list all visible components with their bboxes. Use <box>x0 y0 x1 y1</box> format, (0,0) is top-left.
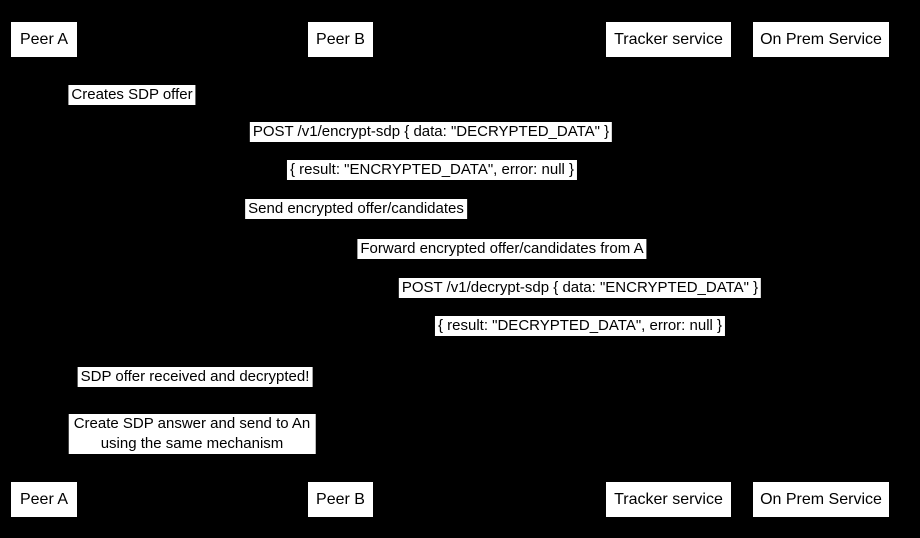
message-creates-sdp-offer: Creates SDP offer <box>68 85 196 105</box>
actor-on-prem-service-bottom: On Prem Service <box>753 482 889 517</box>
message-decrypt-result: { result: "DECRYPTED_DATA", error: null … <box>434 316 726 336</box>
actor-peer-b-bottom: Peer B <box>308 482 373 517</box>
actor-peer-a-top: Peer A <box>11 22 77 57</box>
message-post-decrypt-sdp: POST /v1/decrypt-sdp { data: "ENCRYPTED_… <box>398 278 762 298</box>
message-post-encrypt-sdp: POST /v1/encrypt-sdp { data: "DECRYPTED_… <box>249 122 613 142</box>
actor-tracker-service-top: Tracker service <box>606 22 731 57</box>
actor-on-prem-service-top: On Prem Service <box>753 22 889 57</box>
message-sdp-offer-received: SDP offer received and decrypted! <box>77 367 313 387</box>
message-forward-encrypted-offer: Forward encrypted offer/candidates from … <box>357 239 647 259</box>
actor-tracker-service-bottom: Tracker service <box>606 482 731 517</box>
actor-peer-b-top: Peer B <box>308 22 373 57</box>
message-encrypt-result: { result: "ENCRYPTED_DATA", error: null … <box>286 160 578 180</box>
message-send-encrypted-offer: Send encrypted offer/candidates <box>245 199 467 219</box>
note-create-sdp-answer: Create SDP answer and send to An using t… <box>68 414 316 454</box>
actor-peer-a-bottom: Peer A <box>11 482 77 517</box>
